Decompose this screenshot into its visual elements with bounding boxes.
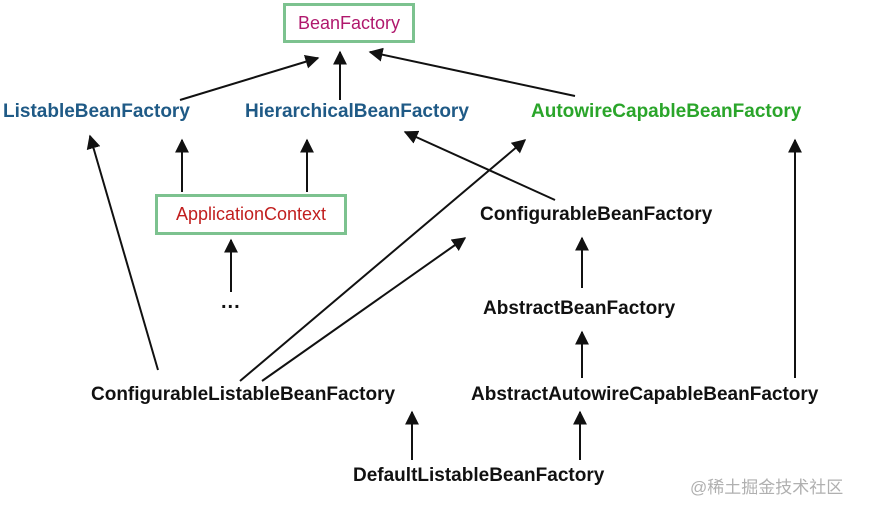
arrow-listable-to-beanfactory	[179, 54, 320, 101]
node-autowire-capable-bean-factory: AutowireCapableBeanFactory	[531, 101, 802, 122]
node-bean-factory-label: BeanFactory	[297, 12, 401, 33]
arrow-configlistable-to-autowire	[239, 139, 527, 382]
arrow-autowire-to-beanfactory	[368, 47, 576, 97]
watermark-text: @稀土掘金技术社区	[690, 478, 844, 497]
node-hierarchical-bean-factory: HierarchicalBeanFactory	[245, 101, 469, 122]
arrow-configlistable-to-listable	[86, 134, 159, 371]
node-abstract-bean-factory: AbstractBeanFactory	[483, 298, 676, 319]
node-abstract-autowire-capable-bean-factory: AbstractAutowireCapableBeanFactory	[471, 384, 819, 405]
node-application-context-label: ApplicationContext	[175, 204, 327, 224]
arrow-configlistable-to-configurable	[261, 237, 467, 382]
node-listable-bean-factory: ListableBeanFactory	[3, 101, 190, 122]
node-application-context: ApplicationContext	[155, 194, 347, 235]
node-default-listable-bean-factory: DefaultListableBeanFactory	[353, 465, 605, 486]
node-bean-factory: BeanFactory	[283, 3, 415, 43]
node-configurable-bean-factory: ConfigurableBeanFactory	[480, 204, 713, 225]
arrow-configurable-to-hierarchical	[403, 130, 556, 201]
node-configurable-listable-bean-factory: ConfigurableListableBeanFactory	[91, 384, 396, 405]
node-ellipsis: ...	[221, 291, 241, 313]
